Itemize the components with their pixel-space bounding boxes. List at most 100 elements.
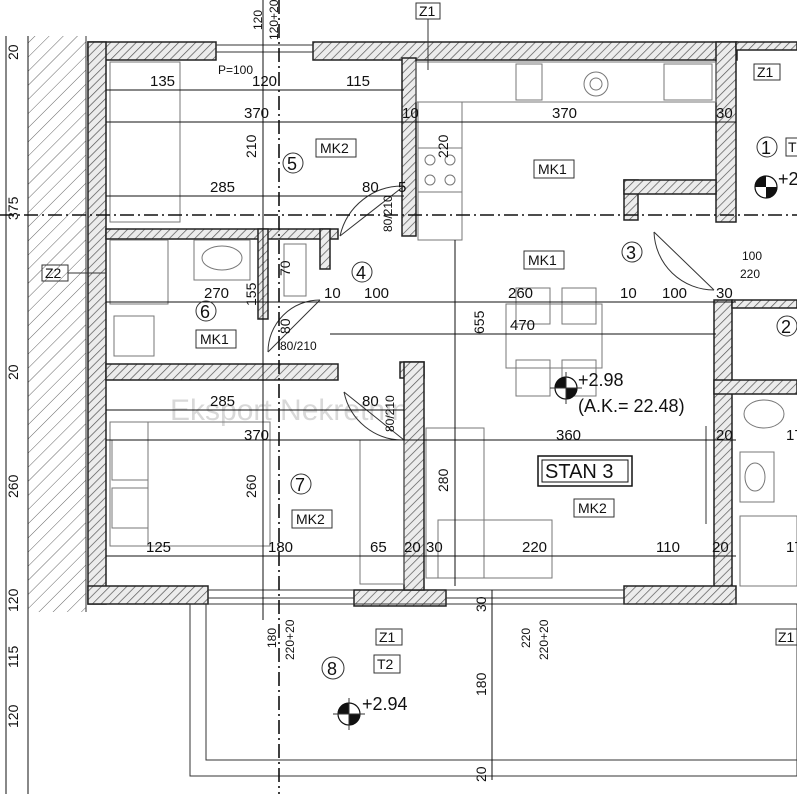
- kitchen-finish: MK1: [538, 161, 567, 177]
- dim-r1-30: 30: [716, 105, 733, 122]
- dim-r6-180: 180: [268, 539, 293, 556]
- room-2-number: 2: [781, 317, 791, 337]
- dim-r1-10: 10: [402, 105, 419, 122]
- dim-r3-10b: 10: [620, 285, 637, 302]
- room-8-number: 8: [327, 659, 337, 679]
- dim-v-180-balcony: 180: [473, 672, 489, 696]
- tag-z2: Z2: [45, 265, 62, 281]
- door-label-180: 180: [265, 628, 279, 648]
- room-3-finish: MK1: [528, 252, 557, 268]
- dim-r3-470: 470: [510, 317, 535, 334]
- door-label-120: 120: [251, 10, 265, 30]
- dim-r2-285: 285: [210, 179, 235, 196]
- dimension-labels: 135 120 115 P=100 370 10 370 30 285 80 5…: [5, 44, 797, 782]
- dim-r6-110: 110: [656, 539, 680, 556]
- dim-r6-220: 220: [522, 539, 547, 556]
- tag-z1-bottom: Z1: [379, 629, 396, 645]
- dim-v-260: 260: [243, 474, 259, 498]
- living-finish: MK2: [578, 500, 607, 516]
- door-label-c: 80/210: [383, 395, 397, 432]
- dim-r6-17: 17: [786, 539, 797, 556]
- door-label-100: 100: [742, 249, 762, 263]
- door-label-a: 80/210: [381, 195, 395, 232]
- room-7-finish: MK2: [296, 511, 325, 527]
- dimension-lines: [5, 36, 736, 794]
- exterior-hatch: [28, 36, 86, 612]
- level-balcony: +2.94: [362, 694, 408, 714]
- dim-v-655: 655: [471, 310, 487, 334]
- dim-left-20b: 20: [5, 364, 21, 380]
- dim-top-120: 120: [252, 73, 277, 90]
- dim-top-115: 115: [346, 73, 370, 90]
- tag-z1-top: Z1: [419, 3, 436, 19]
- room-1-finish: T: [788, 139, 797, 155]
- tag-z1-right: Z1: [757, 64, 774, 80]
- door-labels: 80/210 80/210 80/210 100 220 120 120+20 …: [251, 0, 762, 660]
- dim-r6-30: 30: [426, 539, 443, 556]
- dim-v-30: 30: [473, 596, 489, 612]
- doors: [267, 185, 715, 524]
- dim-r3-10a: 10: [324, 285, 341, 302]
- dim-left-120a: 120: [5, 588, 21, 612]
- room-1-number: 1: [761, 138, 771, 158]
- dim-left-115: 115: [5, 645, 21, 668]
- balcony-outline: [189, 603, 797, 777]
- dim-v-70: 70: [277, 260, 293, 276]
- door-label-120-20: 120+20: [267, 0, 281, 40]
- room-5-number: 5: [287, 154, 297, 174]
- dim-v-210: 210: [243, 134, 259, 158]
- tag-p100: P=100: [218, 63, 253, 77]
- dim-r2-5: 5: [398, 179, 406, 196]
- room-6-finish: MK1: [200, 331, 229, 347]
- room-4-number: 4: [356, 263, 366, 283]
- windows: [208, 44, 624, 599]
- dim-r6-20a: 20: [404, 539, 421, 556]
- dim-r5-17: 17: [786, 427, 797, 444]
- dim-left-260: 260: [5, 474, 21, 498]
- dim-v-220: 220: [435, 134, 451, 158]
- dim-r3-270: 270: [204, 285, 229, 302]
- area-label: (A.K.= 22.48): [578, 396, 685, 416]
- dim-r4-80: 80: [362, 393, 379, 410]
- z-tags: Z1 Z1 Z2 Z1 Z1: [41, 2, 797, 646]
- dim-r5-20: 20: [716, 427, 733, 444]
- walls: [87, 41, 797, 607]
- door-label-b: 80/210: [280, 339, 317, 353]
- dim-r2-80: 80: [362, 179, 379, 196]
- door-label-220-20b: 220+20: [537, 619, 551, 660]
- room-6-number: 6: [200, 302, 210, 322]
- level-markers: +2.98 (A.K.= 22.48) +2.94 +2: [333, 169, 797, 730]
- dim-r3-100b: 100: [662, 285, 687, 302]
- dim-r3-260: 260: [508, 285, 533, 302]
- room-7-number: 7: [295, 475, 305, 495]
- dim-r1-370b: 370: [552, 105, 577, 122]
- dim-top-135: 135: [150, 73, 175, 90]
- dim-left-20a: 20: [5, 44, 21, 60]
- dim-r6-125: 125: [146, 539, 171, 556]
- furniture: [109, 61, 797, 587]
- dim-v-280: 280: [435, 468, 451, 492]
- dim-r1-370a: 370: [244, 105, 269, 122]
- room-8-finish: T2: [377, 656, 394, 672]
- dim-left-375: 375: [5, 196, 21, 220]
- dim-v-155: 155: [243, 282, 259, 306]
- door-label-220: 220: [519, 628, 533, 648]
- room-labels: 5 MK2 MK1 3 MK1 4 6 MK1 7 MK2 MK2 8 T2 1…: [195, 136, 797, 680]
- level-main: +2.98: [578, 370, 624, 390]
- dim-r6-20b: 20: [712, 539, 729, 556]
- unit-label: STAN 3: [545, 461, 614, 483]
- dim-v-80: 80: [277, 318, 293, 334]
- dim-v-20-bottom: 20: [473, 766, 489, 782]
- dim-r4-285: 285: [210, 393, 235, 410]
- dim-r6-65: 65: [370, 539, 387, 556]
- dim-r5-370: 370: [244, 427, 269, 444]
- level-right-partial: +2: [778, 169, 797, 189]
- door-label-220-20a: 220+20: [283, 619, 297, 660]
- room-5-finish: MK2: [320, 140, 349, 156]
- unit-label-box: STAN 3: [537, 455, 633, 487]
- room-3-number: 3: [626, 243, 636, 263]
- door-label-220: 220: [740, 267, 760, 281]
